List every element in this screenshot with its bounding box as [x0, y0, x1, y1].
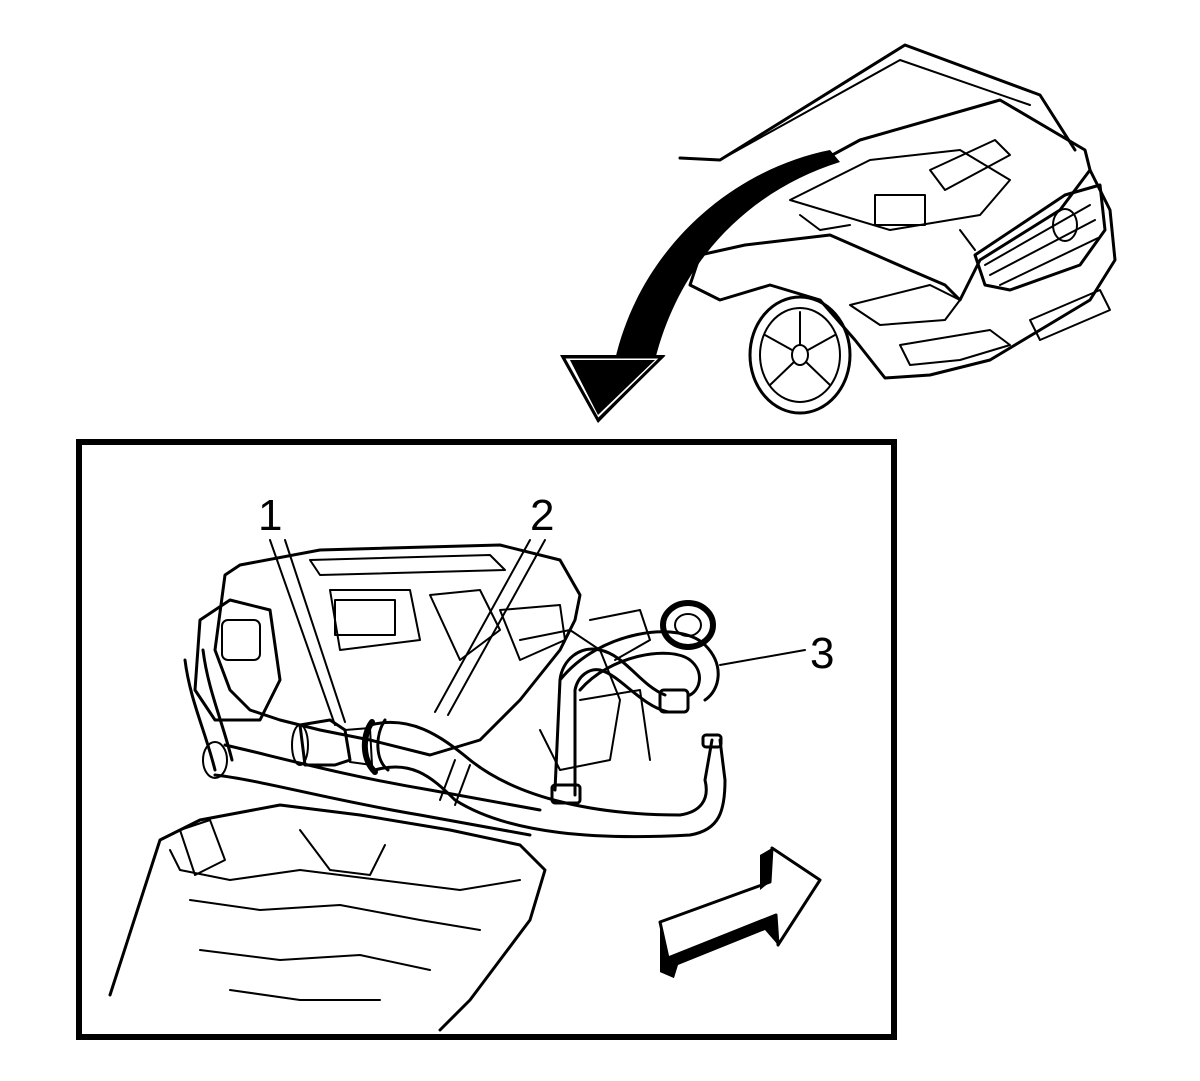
vehicle-overview-icon [678, 43, 1117, 415]
callout-3: 3 [810, 629, 834, 678]
leader-line-2 [434, 539, 531, 713]
callout-2: 2 [530, 491, 554, 540]
callout-1: 1 [258, 491, 282, 540]
detail-pointer-arrow-icon [560, 150, 840, 423]
front-direction-arrow-icon [658, 846, 822, 978]
engine-assembly [108, 543, 651, 1032]
leader-line-3 [719, 649, 806, 666]
coolant-hose-assembly [291, 600, 727, 839]
detail-frame [76, 439, 897, 1040]
leader-lines [269, 539, 806, 726]
leader-line-1 [269, 539, 336, 726]
